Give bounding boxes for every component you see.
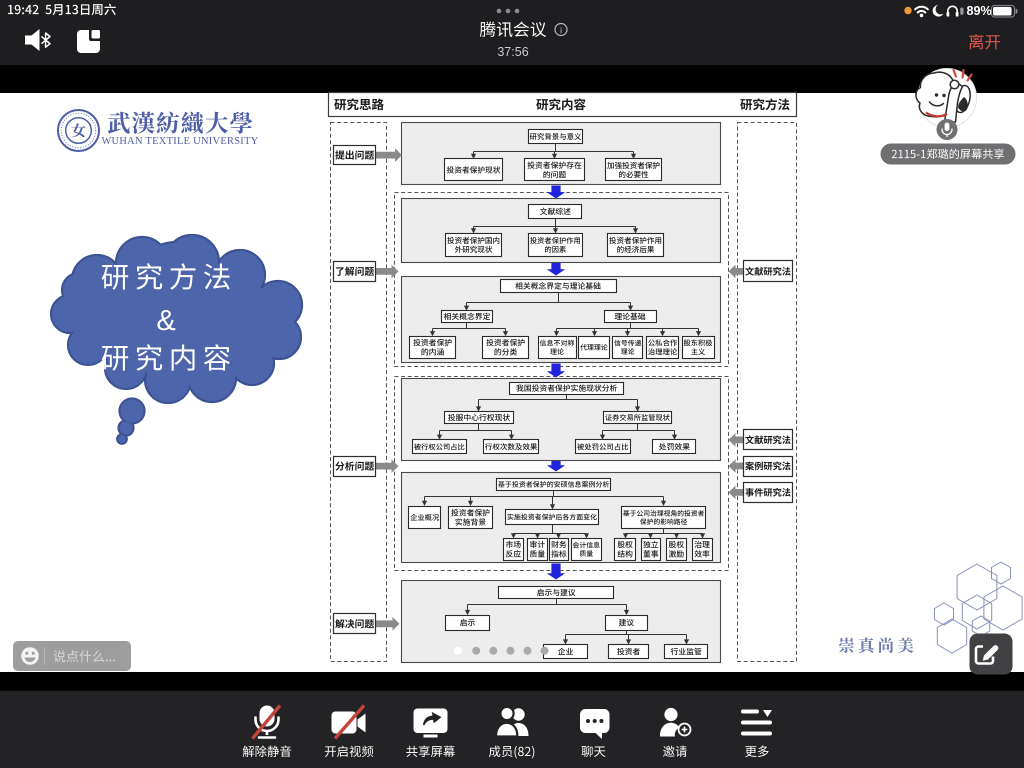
svg-text:&: & [156, 305, 175, 337]
svg-text:89%: 89% [967, 4, 992, 18]
svg-text:37:56: 37:56 [497, 45, 528, 59]
svg-text:WUHAN TEXTILE UNIVERSITY: WUHAN TEXTILE UNIVERSITY [101, 136, 258, 147]
svg-text:i: i [560, 26, 562, 37]
